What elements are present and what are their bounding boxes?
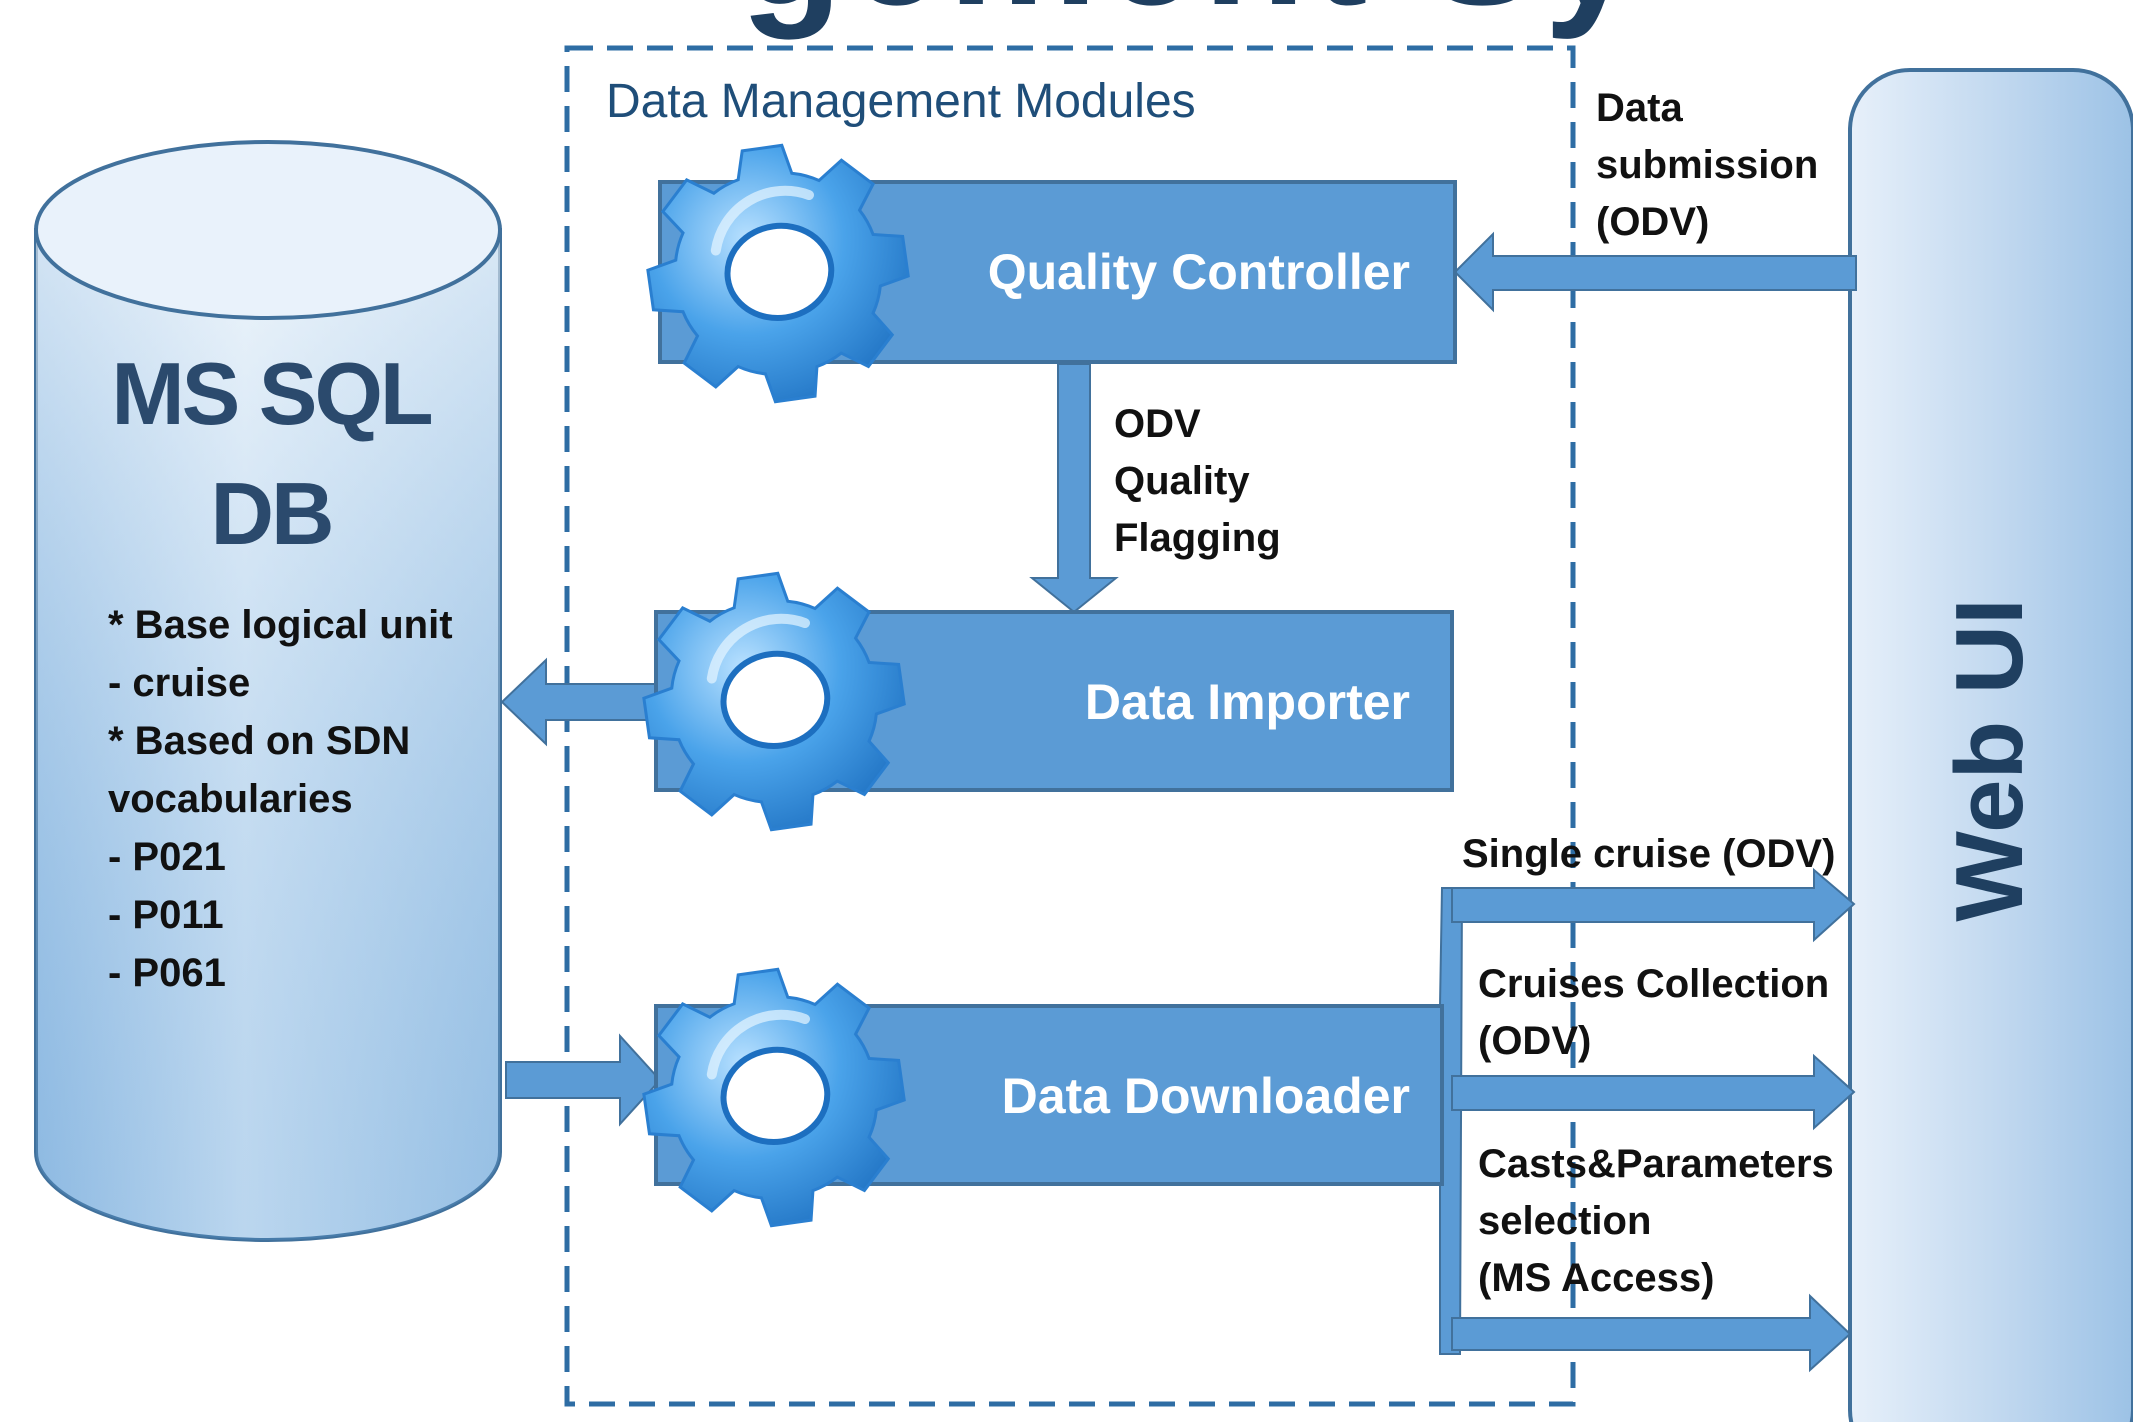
- data-submission-label: Data submission (ODV): [1596, 86, 1819, 244]
- arrow-data-submission: [1453, 231, 1857, 313]
- gear-icon: [629, 954, 919, 1240]
- casts-parameters-label: Casts&Parameters selection (MS Access): [1478, 1142, 1834, 1300]
- cruises-collection-label: Cruises Collection (ODV): [1478, 962, 1830, 1063]
- data-downloader-label: Data Downloader: [1001, 1068, 1410, 1124]
- database-notes: * Base logical unit - cruise * Based on …: [108, 596, 453, 1002]
- database-note: * Base logical unit: [108, 603, 453, 647]
- arrow-importer-to-db: [500, 657, 661, 747]
- database-title-line1: MS SQL: [111, 344, 433, 443]
- database-note: - cruise: [108, 661, 251, 705]
- gear-icon: [629, 558, 919, 844]
- modules-group-border: [564, 45, 1576, 1407]
- arrow-single-cruise: [1451, 867, 1856, 943]
- quality-controller-label: Quality Controller: [987, 244, 1410, 300]
- database-note: vocabularies: [108, 777, 353, 821]
- database-title-line2: DB: [210, 464, 334, 563]
- odv-quality-flagging-label: ODV Quality Flagging: [1114, 402, 1281, 560]
- arrow-quality-to-importer: [1029, 363, 1119, 614]
- gear-icon: [633, 130, 923, 416]
- page-title-fragment: gement Sy: [740, 0, 1644, 43]
- arrow-casts-parameters: [1451, 1293, 1852, 1373]
- database-note: - P011: [108, 893, 224, 937]
- data-importer-label: Data Importer: [1084, 674, 1410, 730]
- database-note: - P061: [108, 951, 226, 995]
- modules-group-label: Data Management Modules: [606, 75, 1196, 128]
- database-note: * Based on SDN: [108, 719, 411, 763]
- single-cruise-label: Single cruise (ODV): [1462, 832, 1836, 876]
- web-ui-panel: [1848, 68, 2133, 1422]
- arrow-db-to-downloader: [505, 1033, 662, 1127]
- database-note: - P021: [108, 835, 226, 879]
- database-cylinder: [34, 140, 502, 1242]
- arrow-cruises-collection: [1451, 1053, 1856, 1131]
- web-ui-label: Web UI: [1936, 598, 2043, 922]
